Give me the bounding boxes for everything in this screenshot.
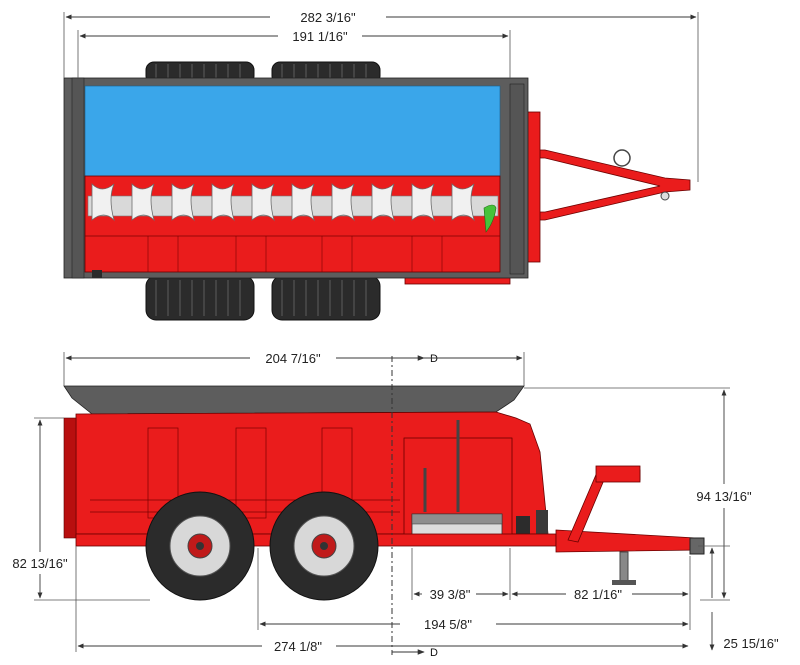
top-auger: [87, 183, 499, 233]
dim-hitch-offset: 82 1/16": [574, 587, 622, 602]
dim-axle-offset: 39 3/8": [430, 587, 471, 602]
top-tires-lower: [145, 275, 381, 321]
section-label-bottom: D: [430, 647, 438, 659]
side-wheel-right: [269, 491, 379, 601]
top-dimensions: 282 3/16" 191 1/16": [63, 10, 699, 182]
dim-box-length: 191 1/16": [292, 29, 348, 44]
dim-hitch-height: 25 15/16": [723, 636, 779, 651]
dim-axle-to-hitch: 194 5/8": [424, 617, 472, 632]
dim-overall-length: 282 3/16": [300, 10, 356, 25]
dim-box-top-length: 204 7/16": [265, 351, 321, 366]
side-roof: [63, 385, 525, 415]
top-view: 282 3/16" 191 1/16": [63, 10, 699, 321]
side-dimensions: 204 7/16" 94 13/16" 82 13/16" 39 3/8" 82…: [12, 351, 779, 654]
side-view: D D 204 7/16" 94 13/16" 82 13/16" 39 3/: [12, 351, 779, 659]
dim-height: 94 13/16": [696, 489, 752, 504]
top-box: [63, 77, 529, 279]
dim-overall-side-length: 274 1/8": [274, 639, 322, 654]
section-label-top: D: [430, 353, 438, 365]
dim-left-height: 82 13/16": [12, 556, 68, 571]
load-area: [84, 85, 501, 179]
rear-door: [63, 417, 77, 539]
side-wheel-left: [145, 491, 255, 601]
